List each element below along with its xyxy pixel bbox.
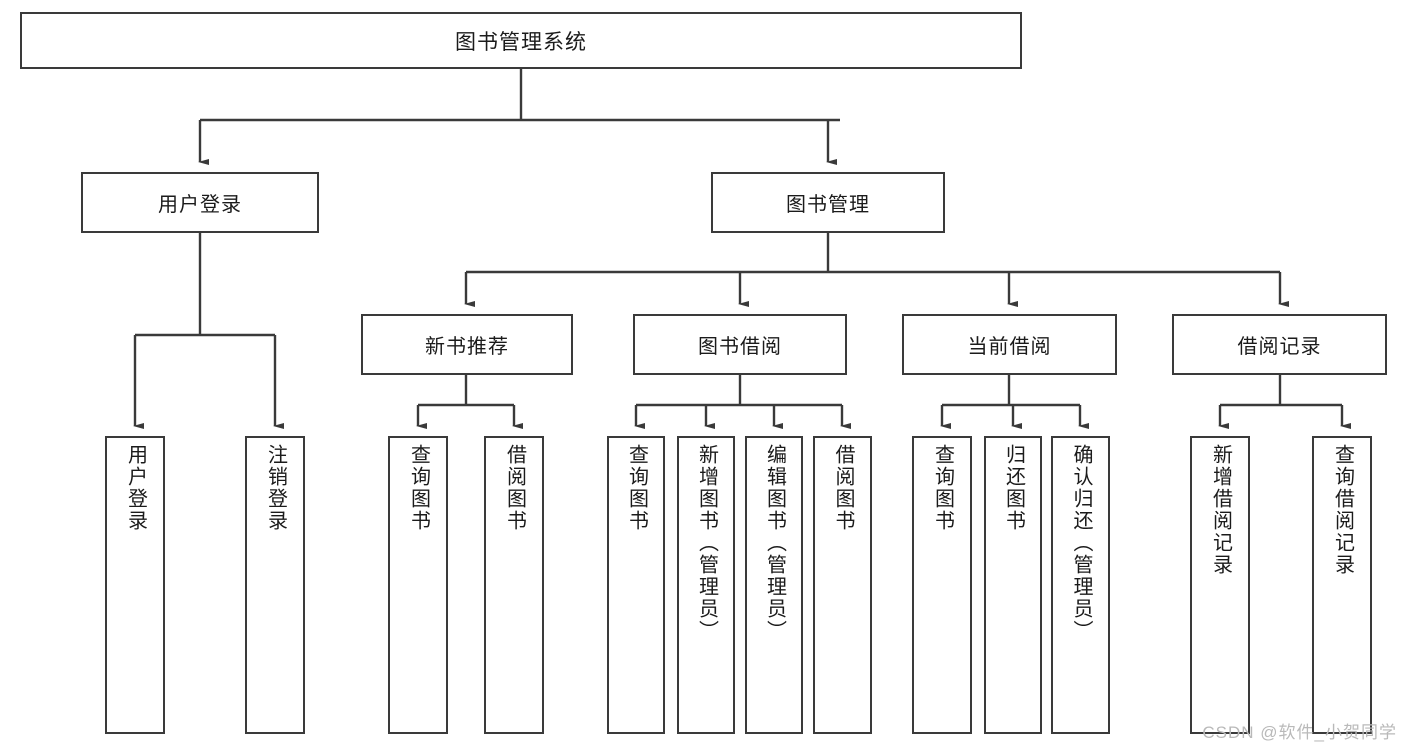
node-root-label: 图书管理系统	[455, 30, 587, 54]
node-leaf-query-borrow-record-label: 查询借阅记录	[1331, 444, 1354, 576]
node-leaf-query-book-rec-label: 查询图书	[407, 444, 430, 532]
node-leaf-add-book-admin-label: 新增图书（管理员）	[695, 444, 718, 642]
node-leaf-query-book-current[interactable]: 查询图书	[912, 436, 972, 734]
node-new-book-recommend[interactable]: 新书推荐	[361, 314, 573, 375]
node-book-manage-label: 图书管理	[786, 194, 870, 216]
node-leaf-add-borrow-record[interactable]: 新增借阅记录	[1190, 436, 1250, 734]
node-leaf-return-book[interactable]: 归还图书	[984, 436, 1042, 734]
node-leaf-borrow-book-label: 借阅图书	[832, 444, 854, 532]
node-current-borrow-label: 当前借阅	[967, 336, 1052, 358]
node-user-login[interactable]: 用户登录	[81, 172, 319, 233]
node-leaf-borrow-book-rec[interactable]: 借阅图书	[484, 436, 544, 734]
node-leaf-query-book-current-label: 查询图书	[931, 444, 954, 532]
node-leaf-edit-book-admin[interactable]: 编辑图书（管理员）	[745, 436, 803, 734]
node-current-borrow[interactable]: 当前借阅	[902, 314, 1117, 375]
node-borrow-record-label: 借阅记录	[1237, 336, 1322, 358]
node-leaf-edit-book-admin-label: 编辑图书（管理员）	[763, 444, 786, 642]
node-book-manage[interactable]: 图书管理	[711, 172, 945, 233]
node-leaf-return-book-label: 归还图书	[1002, 444, 1025, 532]
node-new-book-recommend-label: 新书推荐	[425, 336, 509, 358]
node-book-borrow[interactable]: 图书借阅	[633, 314, 847, 375]
node-leaf-query-book-rec[interactable]: 查询图书	[388, 436, 448, 734]
node-leaf-logout-login-label: 注销登录	[264, 444, 287, 532]
node-leaf-confirm-return-admin[interactable]: 确认归还（管理员）	[1051, 436, 1110, 734]
node-leaf-user-login-label: 用户登录	[124, 444, 147, 532]
node-borrow-record[interactable]: 借阅记录	[1172, 314, 1387, 375]
node-leaf-user-login[interactable]: 用户登录	[105, 436, 165, 734]
node-leaf-add-book-admin[interactable]: 新增图书（管理员）	[677, 436, 735, 734]
node-leaf-add-borrow-record-label: 新增借阅记录	[1209, 444, 1232, 576]
node-leaf-confirm-return-admin-label: 确认归还（管理员）	[1070, 444, 1092, 642]
node-leaf-query-borrow-record[interactable]: 查询借阅记录	[1312, 436, 1372, 734]
node-book-borrow-label: 图书借阅	[698, 336, 782, 358]
node-leaf-query-book-borrow-label: 查询图书	[625, 444, 648, 532]
node-leaf-borrow-book[interactable]: 借阅图书	[813, 436, 872, 734]
csdn-watermark: CSDN @软件_小贺同学	[1202, 723, 1397, 742]
node-leaf-borrow-book-rec-label: 借阅图书	[503, 444, 526, 532]
node-leaf-logout-login[interactable]: 注销登录	[245, 436, 305, 734]
node-root[interactable]: 图书管理系统	[20, 12, 1022, 69]
node-leaf-query-book-borrow[interactable]: 查询图书	[607, 436, 665, 734]
node-user-login-label: 用户登录	[158, 194, 242, 216]
